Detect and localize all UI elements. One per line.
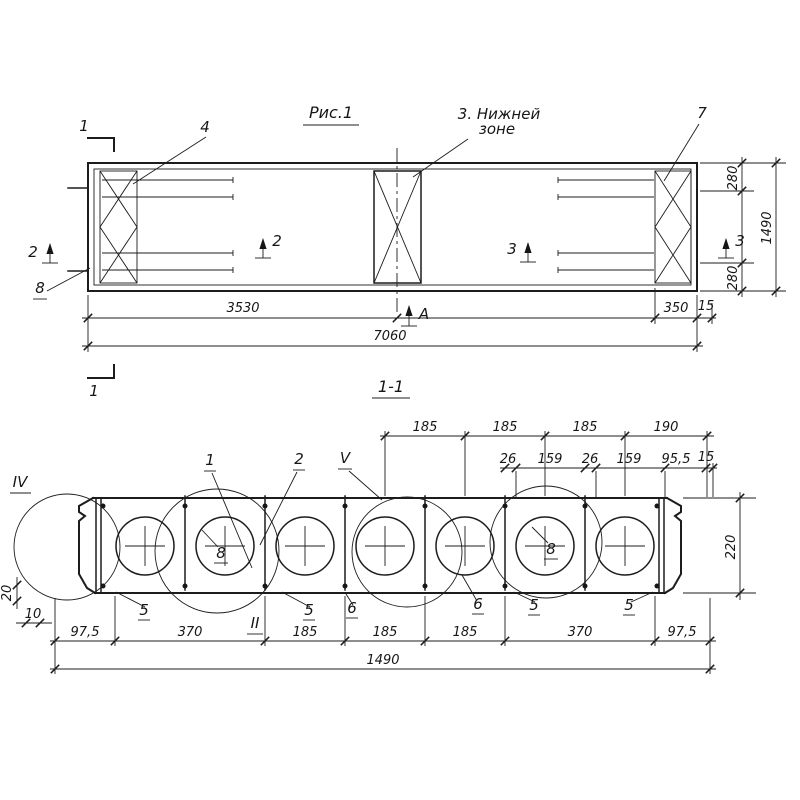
view-arrow-2-mid: 2	[255, 232, 282, 259]
section-mark-1-top: 1	[79, 117, 115, 152]
section-bottom-callouts: 5 5 5 5 6 6 II	[115, 574, 654, 635]
plan-dimensions-vertical: 280 280 1490	[700, 157, 786, 297]
void-circle	[195, 516, 255, 576]
dim-top1-185b: 185	[493, 420, 518, 435]
callout-8-left: 8	[216, 544, 226, 562]
callout-7: 7	[697, 104, 707, 122]
dim-bot-370b: 370	[568, 625, 593, 640]
detail-circle-left	[154, 488, 280, 614]
plan-left-mesh	[99, 170, 138, 284]
callout-5-2: 5	[304, 601, 314, 619]
callout-8-right: 8	[546, 540, 556, 558]
dim-bot-185c: 185	[453, 625, 478, 640]
dim-top2-26b: 26	[582, 452, 599, 467]
callout-6-1: 6	[347, 599, 357, 617]
detail-circle-iv	[13, 493, 121, 601]
plan-right-mesh	[654, 170, 692, 284]
view-label-2-mid: 2	[272, 232, 282, 250]
view-label-a: А	[418, 305, 429, 323]
view-arrow-3-right: 3	[718, 232, 745, 259]
dim-top2-159a: 159	[538, 452, 563, 467]
view-label-2-left: 2	[28, 243, 38, 261]
section-upper-callouts: 1 2 V	[204, 449, 383, 569]
section-dims-edge: 10 20	[0, 577, 52, 628]
void-circle	[115, 516, 175, 576]
detail-circle-right	[489, 485, 603, 599]
dim-15-plan: 15	[698, 299, 715, 314]
section-stirrups	[100, 495, 660, 591]
dim-1490-total: 1490	[366, 653, 399, 668]
note-lower-zone-line2: зоне	[479, 120, 515, 138]
plan-strands	[67, 177, 654, 273]
callout-6-2: 6	[473, 595, 483, 613]
section-title: 1-1	[378, 377, 404, 396]
note-lower-zone-line1: 3. Нижней	[458, 105, 541, 123]
dim-280-top: 280	[726, 166, 741, 191]
dim-top2-955: 95,5	[662, 452, 691, 467]
view-arrow-3-mid: 3	[507, 240, 536, 263]
void-circle	[595, 516, 655, 576]
dim-3530: 3530	[226, 301, 259, 316]
void-circle	[355, 516, 415, 576]
void-circle	[435, 516, 495, 576]
dim-bot-185a: 185	[293, 625, 318, 640]
dim-bot-975a: 97,5	[71, 625, 100, 640]
void-circle	[515, 516, 575, 576]
plan-center-mesh	[373, 148, 422, 316]
section-voids	[115, 516, 655, 576]
dim-top2-159b: 159	[617, 452, 642, 467]
view-label-3-mid: 3	[507, 240, 517, 258]
dim-bot-185b: 185	[373, 625, 398, 640]
section-dims-top: 185 185 185 190 26 159 26 159 95,5 15	[380, 420, 718, 497]
view-label-3-right: 3	[735, 232, 745, 250]
callout-1: 1	[205, 451, 215, 469]
section-dim-right: 220	[683, 492, 756, 600]
dim-top2-26a: 26	[500, 452, 517, 467]
section-dims-bottom: 97,5 370 185 185 185 370 97,5 1490	[50, 596, 716, 674]
dim-10: 10	[25, 607, 42, 622]
dim-1490-plan: 1490	[760, 211, 775, 244]
section-outline	[78, 496, 682, 595]
callout-5-1: 5	[139, 601, 149, 619]
section-label-1-bottom: 1	[89, 382, 99, 400]
plan-callouts: 4 3. Нижней зоне 7 8	[33, 104, 707, 300]
detail-label-v: V	[340, 449, 352, 467]
dim-bot-370a: 370	[178, 625, 203, 640]
dim-top1-185a: 185	[413, 420, 438, 435]
detail-label-ii: II	[251, 614, 260, 632]
dim-280-bottom: 280	[726, 266, 741, 291]
cross-section-view: 1-1	[0, 377, 756, 674]
detail-label-iv: IV	[13, 473, 29, 491]
view-arrow-2-left: 2	[28, 243, 58, 264]
void-circle	[275, 516, 335, 576]
dim-bot-975b: 97,5	[668, 625, 697, 640]
detail-circle-mid	[351, 496, 463, 608]
dim-top1-190: 190	[654, 420, 679, 435]
dim-7060: 7060	[373, 329, 406, 344]
section-label-1-top: 1	[79, 117, 89, 135]
plan-view: Рис.1	[28, 103, 786, 400]
callout-4: 4	[200, 118, 210, 136]
dim-top1-185c: 185	[573, 420, 598, 435]
detail-circles: IV	[10, 473, 603, 614]
callout-5-4: 5	[624, 596, 634, 614]
plan-dimensions-horizontal: 3530 350 15 7060	[82, 288, 717, 352]
plan-slab-outline	[87, 162, 698, 292]
callout-2: 2	[294, 450, 304, 468]
dim-20: 20	[0, 585, 15, 602]
view-arrow-a: А	[401, 305, 429, 327]
dim-350: 350	[664, 301, 689, 316]
section-mark-1-bottom: 1	[87, 364, 115, 400]
dim-220: 220	[724, 535, 739, 560]
figure-title: Рис.1	[309, 103, 353, 122]
section-rebar8-callouts: 8 8	[201, 526, 558, 564]
dim-top2-15: 15	[698, 450, 715, 465]
callout-5-3: 5	[529, 596, 539, 614]
callout-8: 8	[35, 279, 45, 297]
